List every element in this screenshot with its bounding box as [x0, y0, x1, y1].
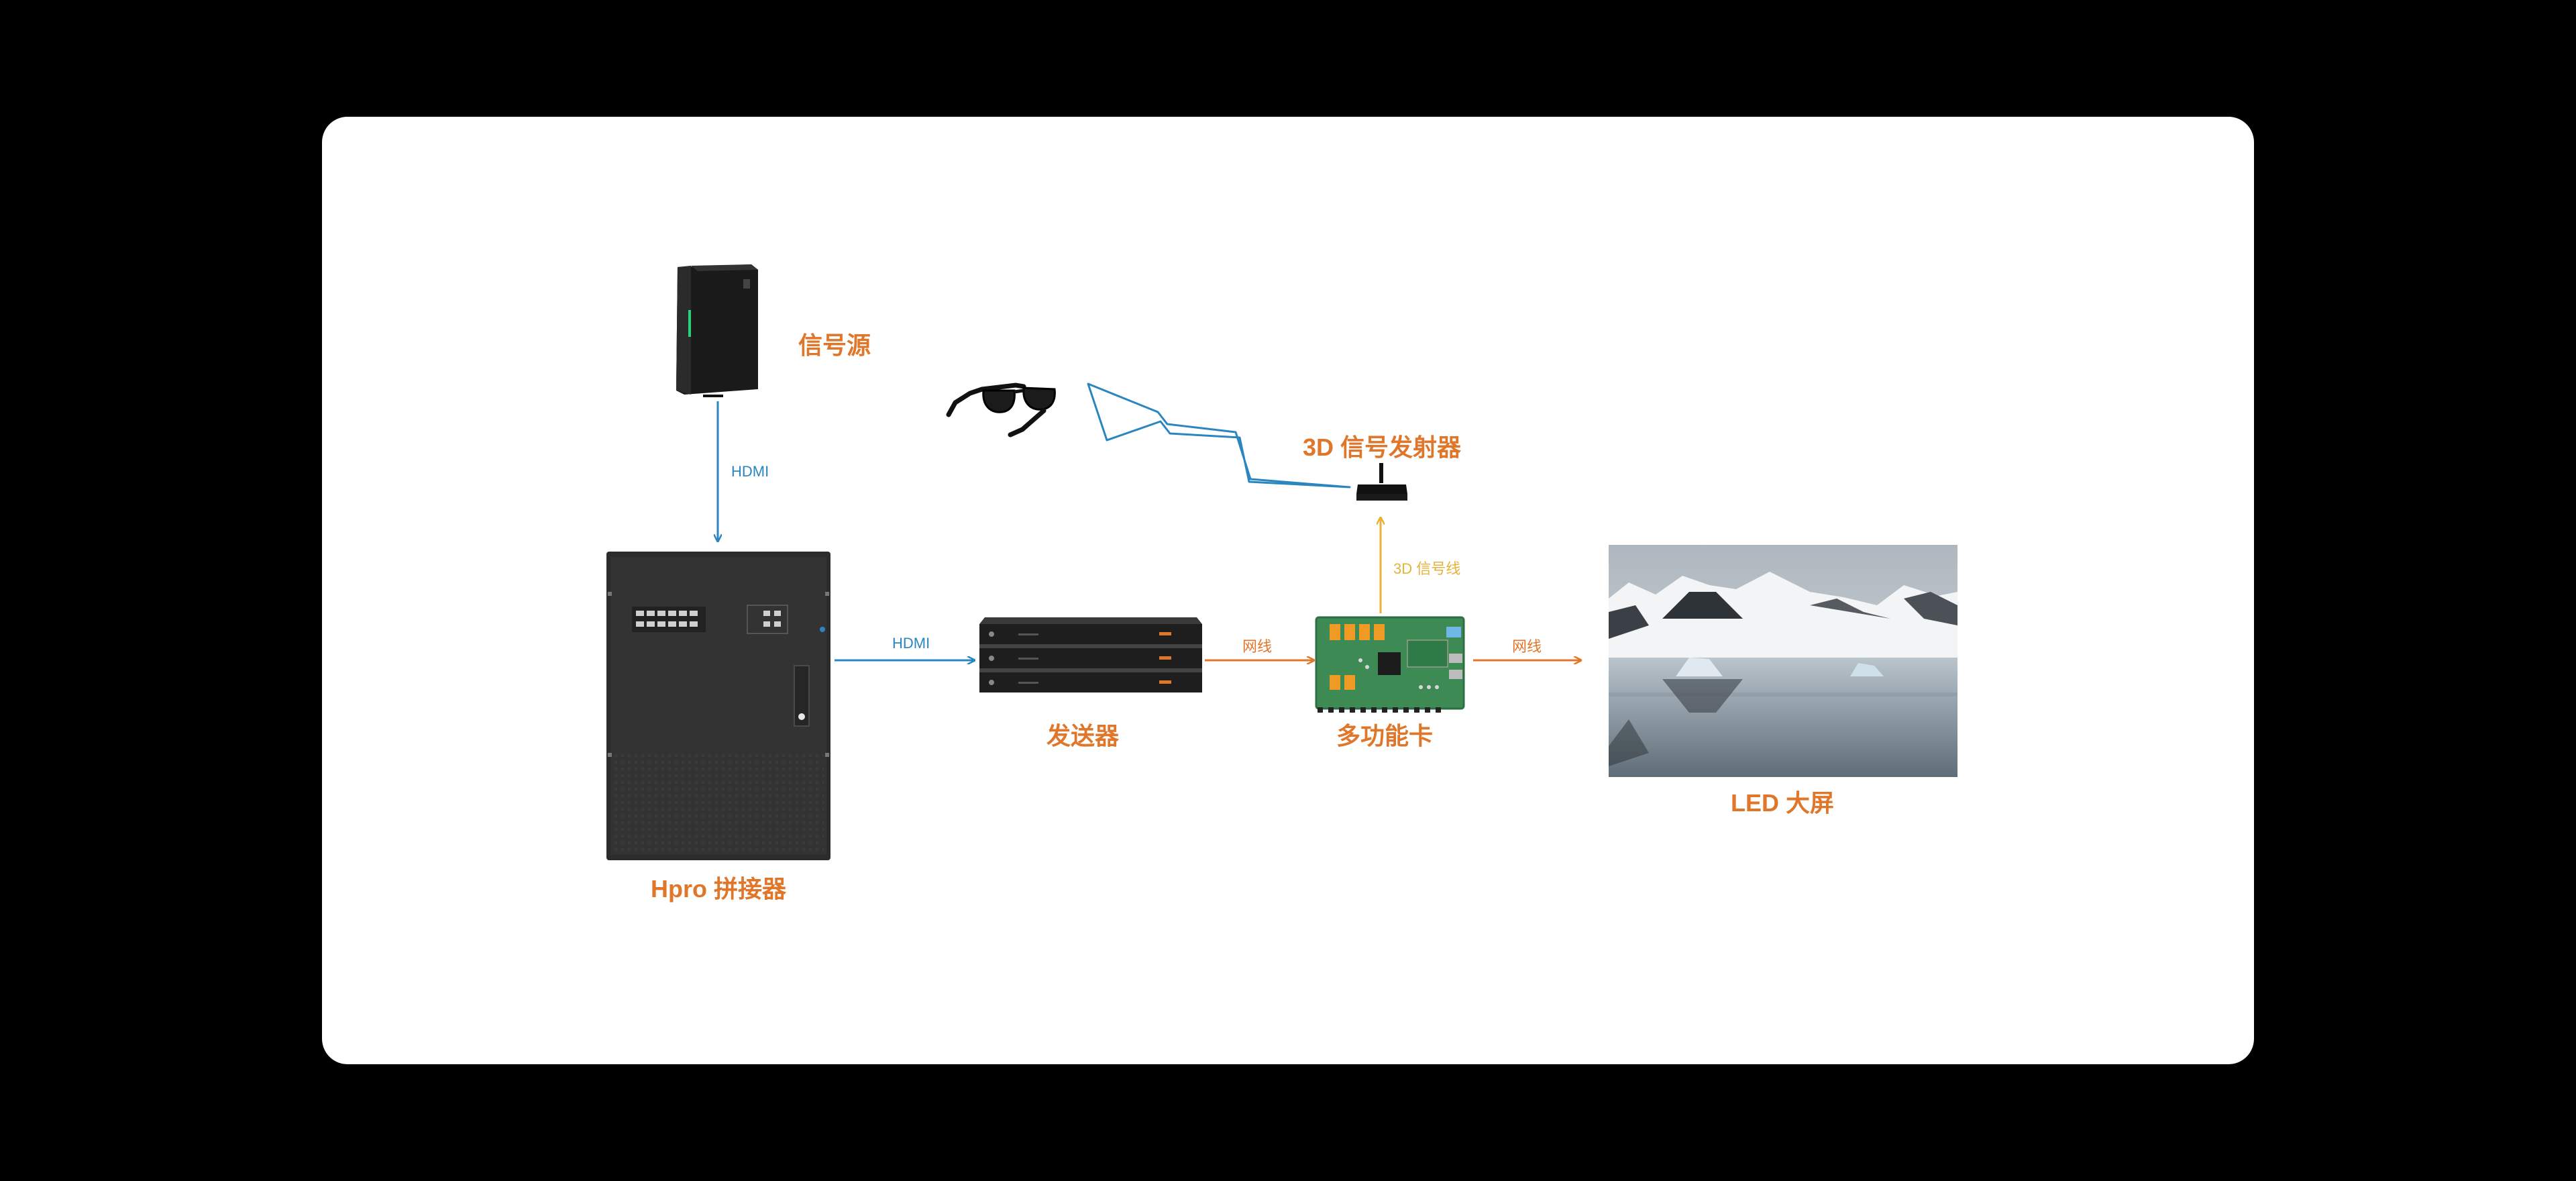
edge-label-card-to-emitter: 3D 信号线	[1393, 560, 1461, 577]
wireless-router-icon	[1356, 463, 1407, 501]
sender-label: 发送器	[1046, 722, 1120, 750]
edge-label-source-to-splicer: HDMI	[731, 463, 769, 480]
led-screen-label: LED 大屏	[1731, 789, 1835, 817]
emitter-3d-label: 3D 信号发射器	[1303, 433, 1462, 461]
wireless-signal-zigzag	[1087, 382, 1351, 489]
edge-label-card-to-screen: 网线	[1512, 638, 1542, 655]
edge-label-sender-to-card: 网线	[1242, 638, 1273, 655]
tower-pc-icon	[676, 264, 758, 397]
splicer-label: Hpro 拼接器	[651, 875, 786, 903]
3d-glasses-icon	[946, 382, 1056, 438]
signal-source-label: 信号源	[798, 331, 871, 359]
connection-lines	[322, 382, 2254, 1064]
edge-label-splicer-to-sender: HDMI	[892, 635, 930, 652]
diagram-canvas: 信号源 HDMI HDMI 网线 3D 信号线 网线	[322, 117, 2254, 1064]
led-screen-landscape-icon	[1609, 545, 1957, 777]
multifunction-card-label: 多功能卡	[1336, 722, 1434, 750]
video-processor-chassis-icon	[606, 552, 830, 860]
stacked-sender-boxes-icon	[979, 617, 1202, 692]
circuit-board-icon	[1315, 616, 1465, 713]
